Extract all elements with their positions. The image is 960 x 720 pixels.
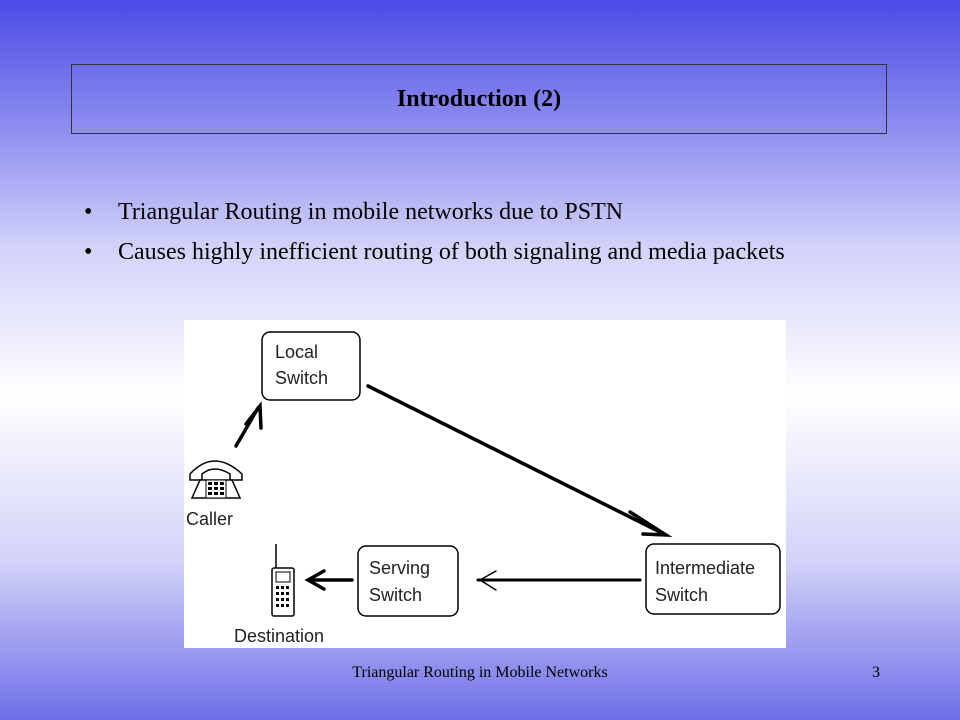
- intermediate-switch-label-line1: Intermediate: [655, 558, 755, 578]
- serving-switch-box: [357, 545, 459, 617]
- title-box: Introduction (2): [71, 64, 887, 134]
- page-number: 3: [872, 664, 880, 681]
- arrow-local-to-intermediate: [366, 384, 673, 538]
- serving-switch-label-line2: Switch: [369, 585, 422, 605]
- mobile-phone-icon: [271, 544, 295, 617]
- routing-diagram: Local Switch Intermediate Switch Serving…: [184, 320, 786, 648]
- footer-title: Triangular Routing in Mobile Networks: [352, 664, 608, 681]
- desk-phone-icon: [189, 460, 243, 499]
- serving-switch-label-line1: Serving: [369, 558, 430, 578]
- local-switch-label-line2: Switch: [275, 368, 328, 388]
- bullet-list: Triangular Routing in mobile networks du…: [80, 198, 840, 278]
- arrow-intermediate-to-serving: [476, 570, 642, 591]
- slide-title: Introduction (2): [396, 85, 562, 112]
- local-switch-box: [261, 331, 361, 401]
- bullet-item: Triangular Routing in mobile networks du…: [80, 198, 840, 226]
- intermediate-switch-box: [645, 543, 781, 615]
- caller-label: Caller: [186, 509, 233, 529]
- routing-diagram-svg: Local Switch Intermediate Switch Serving…: [186, 331, 781, 646]
- arrow-serving-to-destination: [304, 569, 354, 591]
- arrow-caller-to-local: [234, 401, 263, 448]
- bullet-item: Causes highly inefficient routing of bot…: [80, 238, 840, 266]
- local-switch-label-line1: Local: [275, 342, 318, 362]
- destination-label: Destination: [234, 626, 324, 646]
- intermediate-switch-label-line2: Switch: [655, 585, 708, 605]
